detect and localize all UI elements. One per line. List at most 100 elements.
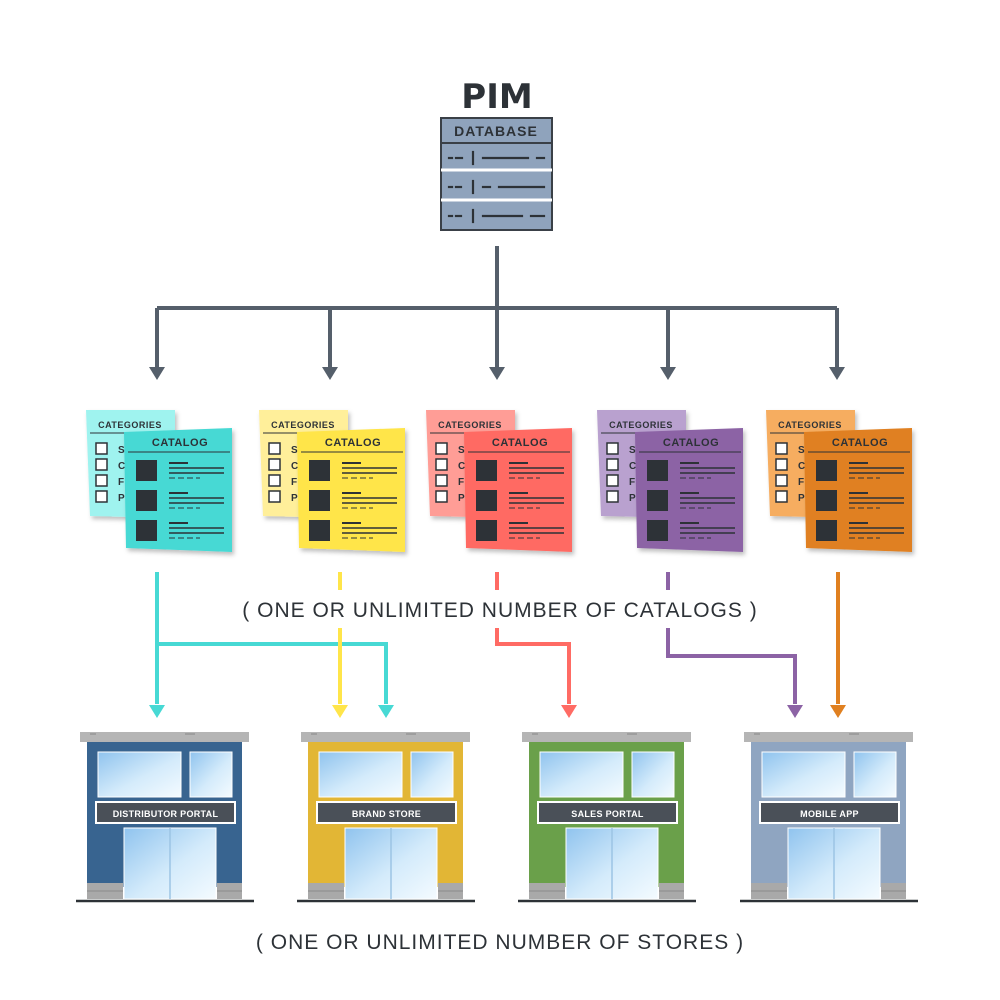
checklist-letter: S <box>629 445 636 456</box>
categories-label: CATEGORIES <box>438 420 502 430</box>
checkbox-icon <box>435 474 448 487</box>
arrow-down-icon <box>149 367 165 380</box>
pim-to-catalog-connectors <box>157 246 837 310</box>
checkbox-icon <box>268 490 281 503</box>
product-thumbnail-icon <box>309 520 330 541</box>
window <box>189 751 233 798</box>
store-name: DISTRIBUTOR PORTAL <box>113 809 219 819</box>
store-roof <box>522 732 691 742</box>
arrow-down-icon <box>489 367 505 380</box>
product-thumbnail-icon <box>476 490 497 511</box>
product-thumbnail-icon <box>476 460 497 481</box>
checklist-letter: C <box>291 461 298 472</box>
arrow-down-icon <box>332 705 348 718</box>
checkbox-icon <box>775 458 788 471</box>
checkbox-icon <box>775 490 788 503</box>
flow-catalog-1-brand <box>157 642 388 704</box>
checklist-letter: P <box>458 493 465 504</box>
checkbox-icon <box>775 474 788 487</box>
checkbox-icon <box>95 490 108 503</box>
checkbox-icon <box>775 442 788 455</box>
store-sign <box>537 801 678 824</box>
categories-label: CATEGORIES <box>778 420 842 430</box>
checklist-letter: P <box>118 493 125 504</box>
catalog-group: CATEGORIESSCFPCATALOGCATEGORIESSCFPCATAL… <box>86 410 912 552</box>
checkbox-icon <box>606 490 619 503</box>
product-thumbnail-icon <box>816 460 837 481</box>
checkbox-icon <box>435 458 448 471</box>
catalog-to-store-flows <box>149 572 846 718</box>
catalog-label: CATALOG <box>492 437 548 449</box>
arrow-down-icon <box>149 705 165 718</box>
checklist-letter: F <box>458 477 464 488</box>
arrow-down-icon <box>787 705 803 718</box>
arrow-down-icon <box>829 367 845 380</box>
checklist-letter: C <box>629 461 636 472</box>
checklist-letter: S <box>798 445 805 456</box>
database-label: DATABASE <box>454 123 538 139</box>
catalog-label: CATALOG <box>325 437 381 449</box>
categories-label: CATEGORIES <box>271 420 335 430</box>
store-name: BRAND STORE <box>352 809 421 819</box>
flow-catalog-3-sales <box>495 628 571 704</box>
product-thumbnail-icon <box>816 490 837 511</box>
catalog-label: CATALOG <box>152 437 208 449</box>
checklist-letter: F <box>118 477 124 488</box>
store-1: DISTRIBUTOR PORTAL <box>76 732 254 903</box>
checklist-letter: F <box>291 477 297 488</box>
product-thumbnail-icon <box>647 490 668 511</box>
checklist-letter: S <box>118 445 125 456</box>
database-icon: DATABASE <box>440 117 553 231</box>
arrow-down-icon <box>378 705 394 718</box>
store-roof <box>80 732 249 742</box>
stores-caption: ( ONE OR UNLIMITED NUMBER OF STORES ) <box>256 931 744 954</box>
checkbox-icon <box>606 458 619 471</box>
store-sign <box>95 801 236 824</box>
catalog-label: CATALOG <box>663 437 719 449</box>
product-thumbnail-icon <box>816 520 837 541</box>
arrow-down-icon <box>660 367 676 380</box>
window <box>539 751 624 798</box>
window <box>853 751 897 798</box>
checkbox-icon <box>95 442 108 455</box>
categories-label: CATEGORIES <box>609 420 673 430</box>
product-thumbnail-icon <box>136 520 157 541</box>
window <box>410 751 454 798</box>
store-sign <box>759 801 900 824</box>
store-name: MOBILE APP <box>800 809 859 819</box>
arrow-down-icon <box>322 367 338 380</box>
window <box>631 751 675 798</box>
categories-label: CATEGORIES <box>98 420 162 430</box>
product-thumbnail-icon <box>309 460 330 481</box>
store-roof <box>744 732 913 742</box>
checklist-letter: C <box>118 461 125 472</box>
store-roof <box>301 732 470 742</box>
checklist-letter: F <box>629 477 635 488</box>
store-2: BRAND STORE <box>297 732 475 903</box>
checkbox-icon <box>268 474 281 487</box>
checkbox-icon <box>268 458 281 471</box>
product-thumbnail-icon <box>647 460 668 481</box>
store-sign <box>316 801 457 824</box>
window <box>97 751 182 798</box>
arrow-down-icon <box>830 705 846 718</box>
checklist-letter: C <box>458 461 465 472</box>
store-4: MOBILE APP <box>740 732 918 903</box>
catalogs-caption: ( ONE OR UNLIMITED NUMBER OF CATALOGS ) <box>242 599 757 622</box>
checklist-letter: P <box>291 493 298 504</box>
arrow-down-icon <box>561 705 577 718</box>
checkbox-icon <box>435 490 448 503</box>
checkbox-icon <box>435 442 448 455</box>
catalog-label: CATALOG <box>832 437 888 449</box>
checklist-letter: F <box>798 477 804 488</box>
window <box>318 751 403 798</box>
pim-title: PIM <box>461 77 532 117</box>
tree-arrows <box>149 308 845 380</box>
checkbox-icon <box>606 442 619 455</box>
